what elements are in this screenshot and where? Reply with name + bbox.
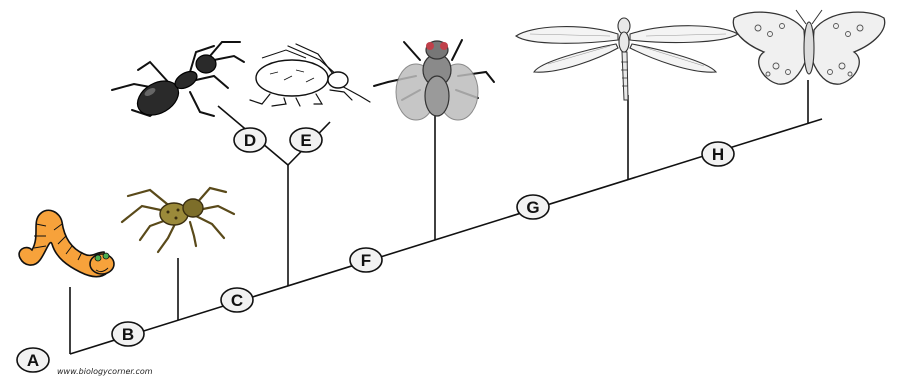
svg-text:A: A xyxy=(27,351,39,370)
svg-text:H: H xyxy=(712,145,724,164)
svg-text:G: G xyxy=(526,198,539,217)
label-a: A xyxy=(17,348,49,372)
ant-icon xyxy=(112,42,244,122)
label-h: H xyxy=(702,142,734,166)
label-g: G xyxy=(517,195,549,219)
dragonfly-icon xyxy=(516,18,738,100)
svg-text:C: C xyxy=(231,291,243,310)
svg-text:F: F xyxy=(361,251,371,270)
label-e: E xyxy=(290,128,322,152)
butterfly-icon xyxy=(733,10,884,84)
spider-icon xyxy=(122,188,234,252)
label-c: C xyxy=(221,288,253,312)
fly-icon xyxy=(374,40,494,120)
label-d: D xyxy=(234,128,266,152)
worm-icon xyxy=(19,210,114,276)
svg-text:D: D xyxy=(244,131,256,150)
credit-text: www.biologycorner.com xyxy=(57,367,153,376)
svg-text:E: E xyxy=(300,131,311,150)
aphid-icon xyxy=(250,44,370,106)
label-b: B xyxy=(112,322,144,346)
label-f: F xyxy=(350,248,382,272)
svg-text:B: B xyxy=(122,325,134,344)
